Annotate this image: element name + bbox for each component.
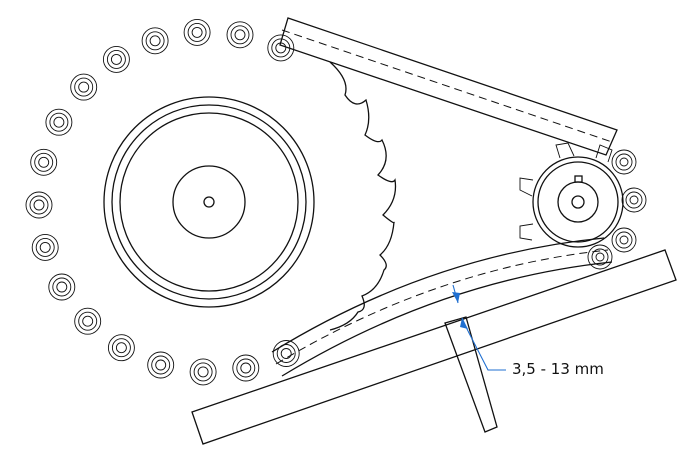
chain-roller [280, 348, 292, 359]
chain-roller [155, 359, 167, 371]
chain-roller [78, 311, 98, 331]
chain-roller [70, 73, 98, 101]
chain-roller [82, 315, 94, 327]
chain-roller [45, 108, 73, 136]
chain-roller [53, 116, 65, 128]
small-sprocket [519, 142, 647, 270]
chain-roller [106, 49, 126, 69]
chain-roller [629, 195, 639, 205]
chain-roller [234, 29, 246, 41]
chain-roller [619, 235, 629, 245]
chain-roller [52, 277, 72, 297]
chain-roller [149, 35, 161, 47]
chain-roller [31, 233, 59, 261]
chain-roller [38, 156, 50, 168]
chain-roller [147, 351, 175, 379]
chain-roller [232, 354, 260, 382]
chain-roller [619, 157, 629, 167]
chain-roller [236, 358, 256, 378]
chain-roller [74, 307, 102, 335]
chain-roller [107, 334, 135, 362]
chain-roller [621, 187, 647, 213]
chain-roller [110, 53, 122, 65]
chain-roller [151, 355, 171, 375]
chain-roller [74, 77, 94, 97]
large-sprocket [103, 61, 397, 331]
chain-roller [230, 25, 250, 45]
chain-roller [240, 362, 252, 374]
dimension-marker [452, 284, 506, 371]
chain-roller [39, 241, 51, 253]
chain-roller [35, 237, 55, 257]
chain-roller [29, 195, 49, 215]
chain-roller [145, 31, 165, 51]
chain-roller [141, 27, 169, 55]
chain-roller [189, 358, 217, 386]
chain-roller [226, 21, 254, 49]
chain-roller [615, 231, 633, 249]
chain [25, 18, 300, 386]
dimension-label: 3,5 - 13 mm [512, 360, 604, 378]
chain-roller [611, 149, 637, 175]
chain-roller [183, 18, 211, 46]
chain-roller [595, 252, 605, 262]
chain-roller [187, 22, 207, 42]
chain-roller [25, 191, 53, 219]
chain-roller [102, 45, 130, 73]
chain-roller [49, 112, 69, 132]
chain-roller [191, 26, 203, 38]
chain-roller [33, 199, 45, 211]
chain-roller [193, 362, 213, 382]
chain-roller [615, 153, 633, 171]
chain-roller [30, 148, 58, 176]
chain-roller [78, 81, 90, 93]
chain-roller [625, 191, 643, 209]
chain-roller [276, 344, 296, 363]
measuring-rod [444, 316, 498, 433]
lower-chain-guide [271, 237, 613, 377]
chain-roller [587, 244, 613, 270]
chain-roller [611, 227, 637, 253]
chain-roller [56, 281, 68, 293]
base-plate [191, 249, 677, 445]
chain-roller [48, 273, 76, 301]
chain-roller [272, 340, 300, 367]
upper-chain-guide [279, 17, 618, 156]
chain-roller [267, 34, 295, 62]
chain-roller [34, 152, 54, 172]
chain-roller [111, 338, 131, 358]
chain-roller [115, 342, 127, 354]
chain-roller [197, 366, 209, 378]
chain-roller [591, 248, 609, 266]
